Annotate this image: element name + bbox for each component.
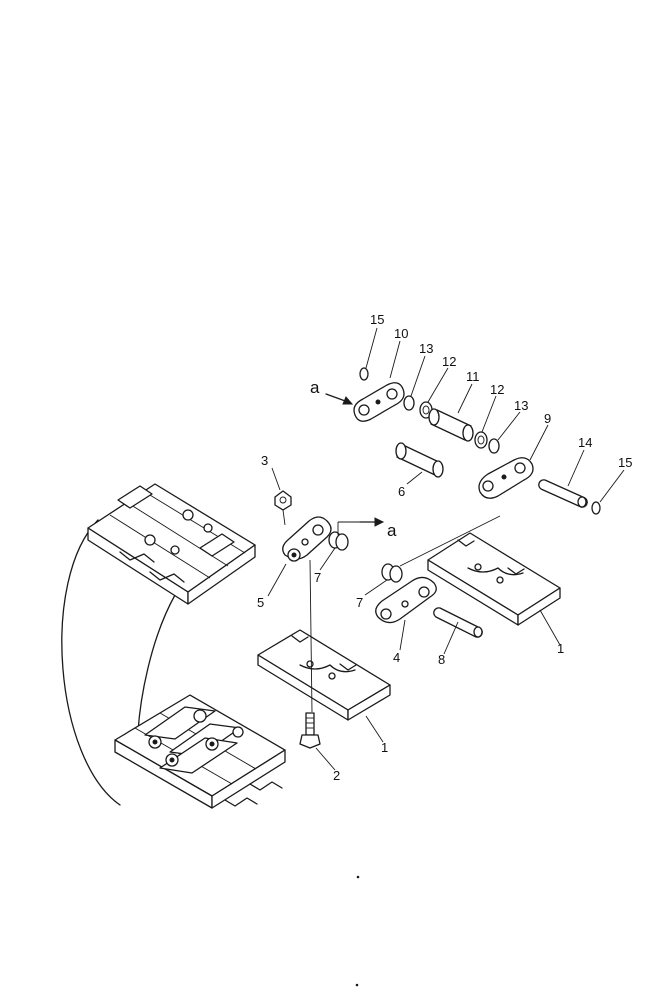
callout-12-lower: 12 (490, 382, 504, 397)
part-15-snap-ring-lower (591, 501, 601, 515)
reference-label-a-top: a (310, 378, 320, 397)
callout-5: 5 (257, 595, 264, 610)
leader-lines (267, 327, 625, 771)
callout-3: 3 (261, 453, 268, 468)
callout-2: 2 (333, 768, 340, 783)
callout-10: 10 (394, 326, 408, 341)
callout-12-upper: 12 (442, 354, 456, 369)
part-11-bushing (428, 408, 474, 442)
reference-arrow-a-top (325, 393, 354, 405)
callout-8: 8 (438, 652, 445, 667)
part-1-track-shoe-center (257, 629, 391, 721)
callout-4: 4 (393, 650, 400, 665)
part-14-pin (538, 479, 588, 508)
part-5-master-link (282, 516, 332, 562)
callout-14: 14 (578, 435, 592, 450)
part-6-bushing (395, 442, 444, 478)
part-1-track-shoe-right (427, 532, 561, 626)
reference-label-a-mid: a (387, 521, 397, 540)
assembly-guide-lines (282, 509, 501, 713)
part-9-track-link (478, 457, 534, 499)
callout-13-lower: 13 (514, 398, 528, 413)
callout-labels: 15 10 13 12 11 12 13 9 14 15 6 3 5 7 7 4… (257, 312, 632, 783)
part-15-snap-ring-upper (359, 367, 369, 381)
part-3-nut (274, 490, 292, 511)
reference-arrow-a-mid (359, 517, 385, 527)
callout-7-lower: 7 (356, 595, 363, 610)
callout-15-upper: 15 (370, 312, 384, 327)
callout-1-center: 1 (381, 740, 388, 755)
part-2-bolt (299, 712, 321, 749)
upper-track-shoes (87, 483, 256, 605)
lower-track-shoes (114, 694, 286, 809)
part-13-seal-lower (488, 438, 500, 454)
callout-6: 6 (398, 484, 405, 499)
callout-15-lower: 15 (618, 455, 632, 470)
callout-13-upper: 13 (419, 341, 433, 356)
callout-1-right: 1 (557, 641, 564, 656)
scan-specks (355, 875, 360, 987)
track-chain-loop (61, 483, 286, 809)
part-4-master-link (375, 576, 437, 624)
part-10-track-link (353, 382, 405, 422)
part-7-spacer-upper (328, 531, 349, 551)
callout-11: 11 (466, 369, 480, 384)
callout-7-upper: 7 (314, 570, 321, 585)
part-12-washer-lower (474, 431, 488, 449)
part-13-seal-upper (403, 395, 415, 411)
part-7-spacer-lower (381, 563, 403, 583)
callout-9: 9 (544, 411, 551, 426)
